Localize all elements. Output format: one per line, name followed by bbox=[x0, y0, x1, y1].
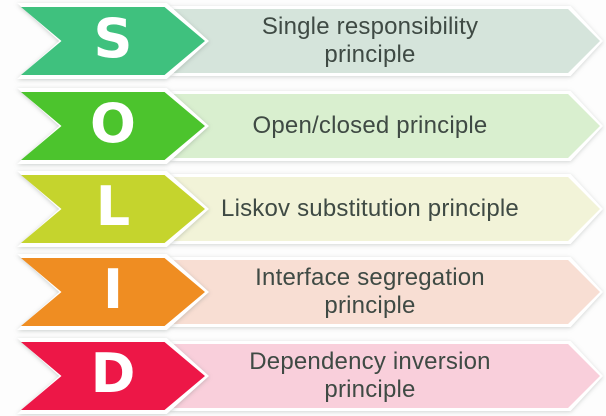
principle-row-dependency-inversion: Dependency inversion principle D bbox=[0, 338, 606, 414]
principle-banner: Interface segregation principle bbox=[171, 257, 603, 327]
letter-l: L bbox=[95, 175, 131, 238]
letter-d: D bbox=[90, 342, 136, 405]
principle-label: Dependency inversion principle bbox=[249, 348, 491, 403]
letter-arrow: S bbox=[17, 3, 209, 79]
principle-label: Single responsibility principle bbox=[261, 13, 479, 68]
letter-o: O bbox=[90, 92, 136, 155]
banner-fill bbox=[174, 94, 600, 158]
letter-arrow: I bbox=[17, 254, 209, 330]
letter-s: S bbox=[93, 7, 133, 70]
letter-i: I bbox=[102, 258, 124, 321]
letter-arrow: O bbox=[17, 88, 209, 164]
principle-banner: Single responsibility principle bbox=[171, 6, 603, 76]
principle-row-open-closed: Open/closed principle O bbox=[0, 88, 606, 164]
letter-arrow: L bbox=[17, 171, 209, 247]
principle-label: Liskov substitution principle bbox=[221, 195, 519, 223]
principle-banner: Liskov substitution principle bbox=[171, 174, 603, 244]
principle-label: Interface segregation principle bbox=[255, 264, 485, 319]
principle-row-liskov-substitution: Liskov substitution principle L bbox=[0, 171, 606, 247]
banner-fill bbox=[174, 177, 600, 241]
banner-fill bbox=[174, 260, 600, 324]
letter-arrow: D bbox=[17, 338, 209, 414]
banner-fill bbox=[174, 344, 600, 408]
principle-row-interface-segregation: Interface segregation principle I bbox=[0, 254, 606, 330]
banner-fill bbox=[174, 9, 600, 73]
principle-row-single-responsibility: Single responsibility principle S bbox=[0, 3, 606, 79]
principle-banner: Dependency inversion principle bbox=[171, 341, 603, 411]
principle-banner: Open/closed principle bbox=[171, 91, 603, 161]
principle-label: Open/closed principle bbox=[252, 112, 488, 140]
